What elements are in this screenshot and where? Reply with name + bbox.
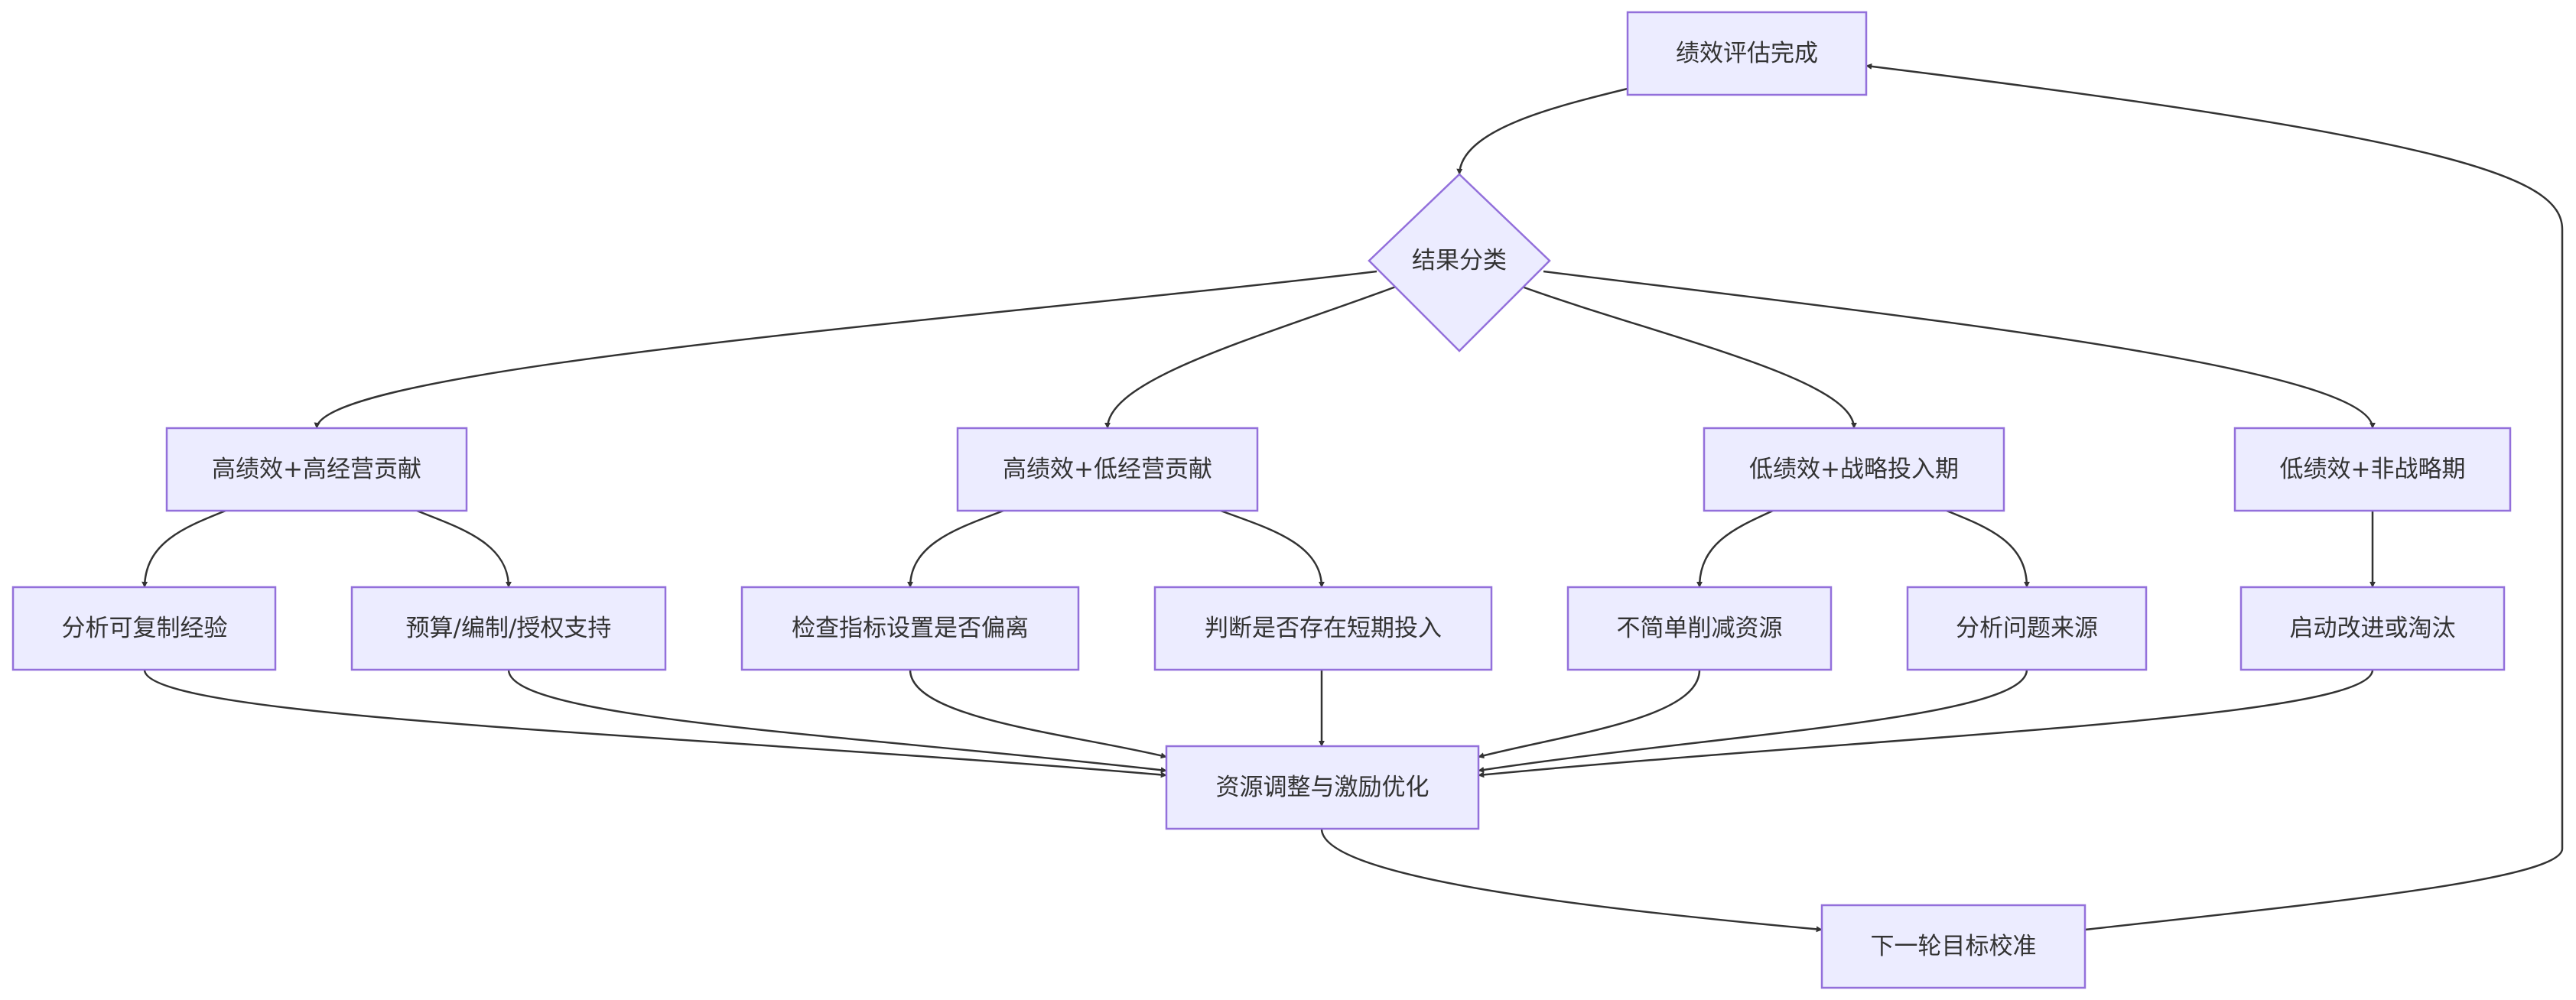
edge-low-strategic-to-no-cut: [1696, 509, 1774, 588]
edge-high-high-to-replicable: [141, 509, 226, 588]
node-high-high: 高绩效+高经营贡献: [165, 427, 468, 512]
node-replicable: 分析可复制经验: [11, 586, 277, 671]
node-classify-decision: 结果分类: [1368, 173, 1551, 352]
node-check-metrics: 检查指标设置是否偏离: [740, 586, 1080, 671]
edge-classify-to-low-strategic: [1521, 285, 1857, 429]
edge-high-low-to-check-metrics: [907, 509, 1004, 588]
edge-optimize-to-calibrate: [1320, 828, 1823, 933]
node-root-cause: 分析问题来源: [1906, 586, 2148, 671]
node-low-nonstrategic-label: 低绩效+非战略期: [2280, 456, 2466, 483]
node-support: 预算/编制/授权支持: [350, 586, 667, 671]
edge-classify-to-high-low: [1104, 285, 1397, 429]
node-improve-label: 启动改进或淘汰: [2290, 615, 2456, 642]
node-classify-decision-label: 结果分类: [1412, 247, 1507, 274]
edge-high-low-to-short-term: [1220, 509, 1325, 588]
node-high-low-label: 高绩效+低经营贡献: [1003, 456, 1212, 483]
node-high-high-label: 高绩效+高经营贡献: [212, 456, 421, 483]
edges: [141, 63, 2564, 933]
node-calibrate-label: 下一轮目标校准: [1871, 933, 2037, 960]
node-low-strategic: 低绩效+战略投入期: [1703, 427, 2005, 512]
node-improve: 启动改进或淘汰: [2239, 586, 2506, 671]
node-optimize-label: 资源调整与激励优化: [1216, 774, 1429, 801]
node-short-term: 判断是否存在短期投入: [1153, 586, 1493, 671]
edge-root-cause-to-optimize: [1478, 669, 2028, 773]
edge-replicable-to-optimize: [143, 669, 1167, 778]
edge-classify-to-low-nonstrategic: [1543, 270, 2376, 429]
node-no-cut-label: 不简单削减资源: [1617, 615, 1783, 642]
node-replicable-label: 分析可复制经验: [62, 615, 228, 642]
edge-no-cut-to-optimize: [1478, 669, 1701, 759]
edge-support-to-optimize: [507, 669, 1167, 774]
node-high-low: 高绩效+低经营贡献: [956, 427, 1259, 512]
edge-eval-to-classify: [1456, 87, 1628, 175]
node-root-cause-label: 分析问题来源: [1956, 615, 2098, 642]
node-calibrate: 下一轮目标校准: [1820, 904, 2086, 989]
edge-calibrate-to-eval: [1865, 63, 2564, 931]
node-optimize: 资源调整与激励优化: [1165, 745, 1480, 830]
edge-check-metrics-to-optimize: [909, 669, 1167, 759]
node-eval-complete: 绩效评估完成: [1626, 11, 1868, 96]
edge-low-strategic-to-root-cause: [1946, 509, 2030, 588]
node-check-metrics-label: 检查指标设置是否偏离: [792, 615, 1029, 642]
node-short-term-label: 判断是否存在短期投入: [1205, 615, 1442, 642]
node-support-label: 预算/编制/授权支持: [406, 615, 612, 642]
nodes: 绩效评估完成 结果分类 高绩效+高经营贡献 高绩效+低经营贡献 低绩效+战略投入…: [11, 11, 2512, 989]
node-eval-complete-label: 绩效评估完成: [1676, 40, 1818, 67]
node-low-strategic-label: 低绩效+战略投入期: [1749, 456, 1959, 483]
edge-classify-to-high-high: [314, 270, 1377, 429]
node-no-cut: 不简单削减资源: [1566, 586, 1833, 671]
node-low-nonstrategic: 低绩效+非战略期: [2233, 427, 2512, 512]
edge-high-high-to-support: [416, 509, 512, 588]
edge-improve-to-optimize: [1478, 669, 2374, 778]
